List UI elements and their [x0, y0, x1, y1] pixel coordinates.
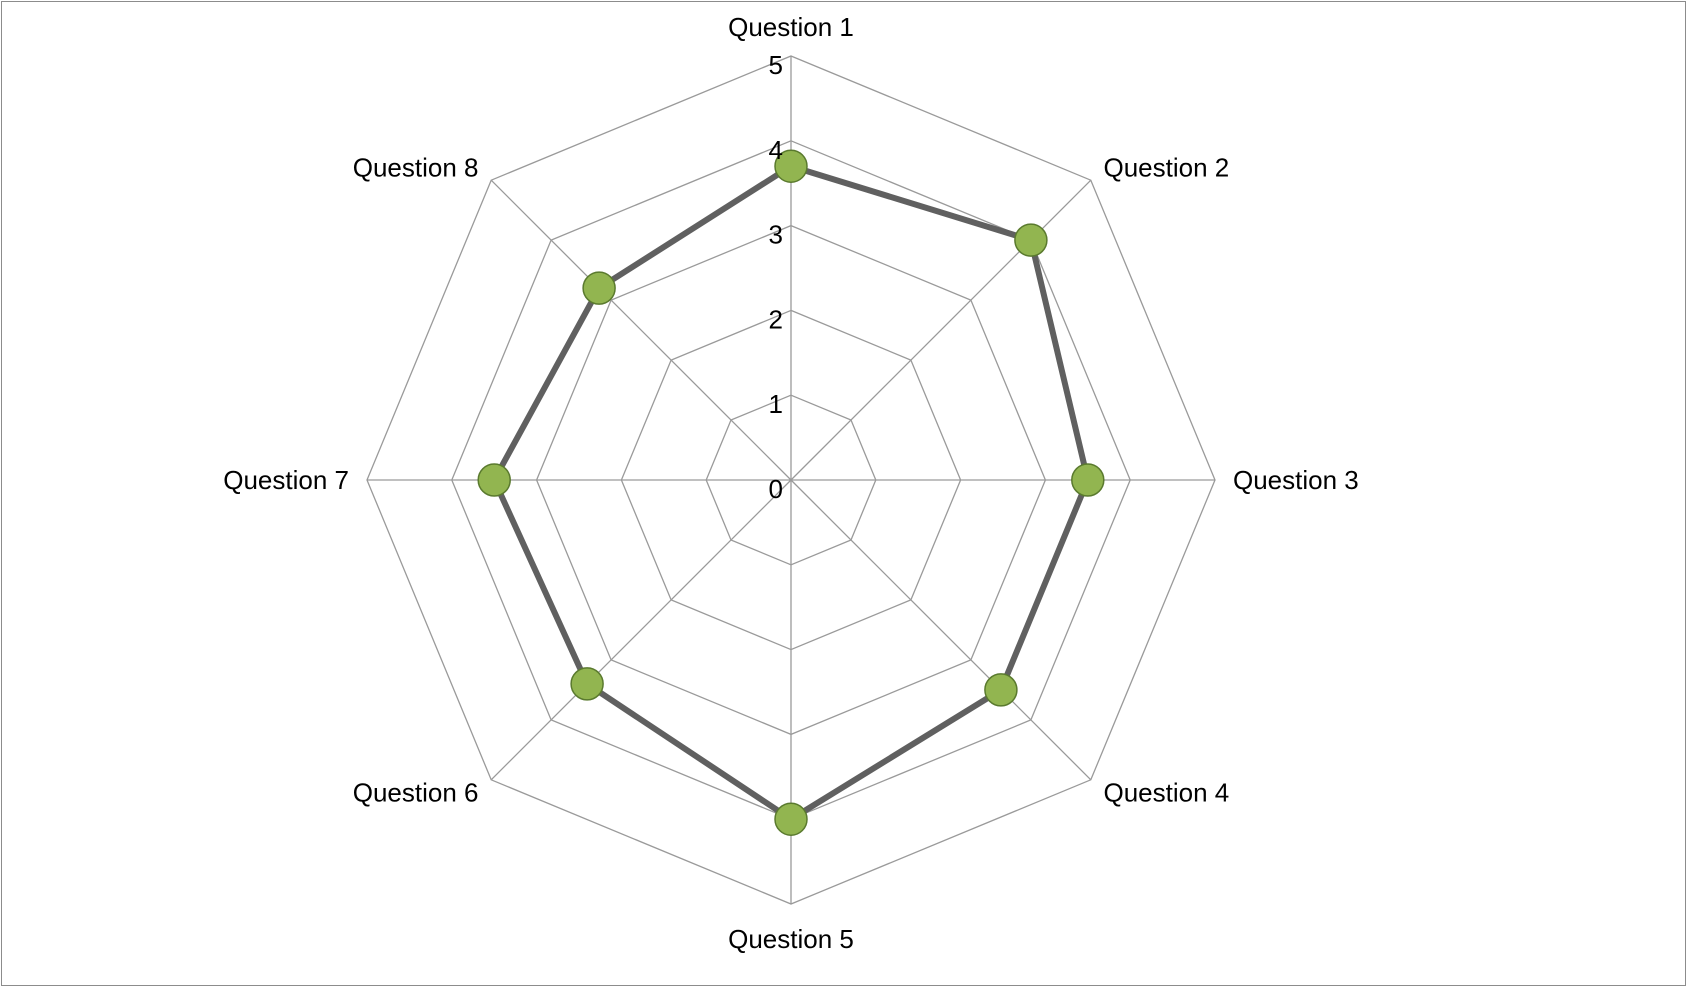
category-label: Question 5	[728, 924, 854, 954]
data-point	[582, 271, 616, 305]
category-label: Question 3	[1233, 465, 1359, 495]
r-tick-label: 5	[769, 50, 783, 80]
category-label: Question 7	[223, 465, 349, 495]
data-point	[1071, 463, 1105, 497]
category-label: Question 8	[353, 153, 479, 183]
data-point	[774, 149, 808, 183]
r-tick-label: 2	[769, 304, 783, 334]
category-label: Question 6	[353, 778, 479, 808]
data-point	[570, 667, 604, 701]
data-point	[774, 802, 808, 836]
series-layer	[477, 149, 1105, 836]
grid-spoke	[790, 479, 1092, 781]
grid-spoke	[490, 479, 792, 781]
r-tick-label: 0	[769, 474, 783, 504]
r-tick-label: 1	[769, 389, 783, 419]
tick-layer: 0 1 2 3 4 5	[769, 50, 783, 504]
label-layer: Question 1 Question 2 Question 3 Question 4…	[223, 12, 1359, 954]
category-label: Question 2	[1104, 153, 1230, 183]
r-tick-label: 3	[769, 220, 783, 250]
category-label: Question 1	[728, 12, 854, 42]
grid-spoke	[490, 179, 792, 481]
grid-layer	[366, 55, 1216, 905]
data-point	[1014, 223, 1048, 257]
data-point	[984, 673, 1018, 707]
r-tick-label: 4	[769, 135, 783, 165]
data-point	[477, 463, 511, 497]
category-label: Question 4	[1104, 778, 1230, 808]
grid-spoke	[790, 179, 1092, 481]
